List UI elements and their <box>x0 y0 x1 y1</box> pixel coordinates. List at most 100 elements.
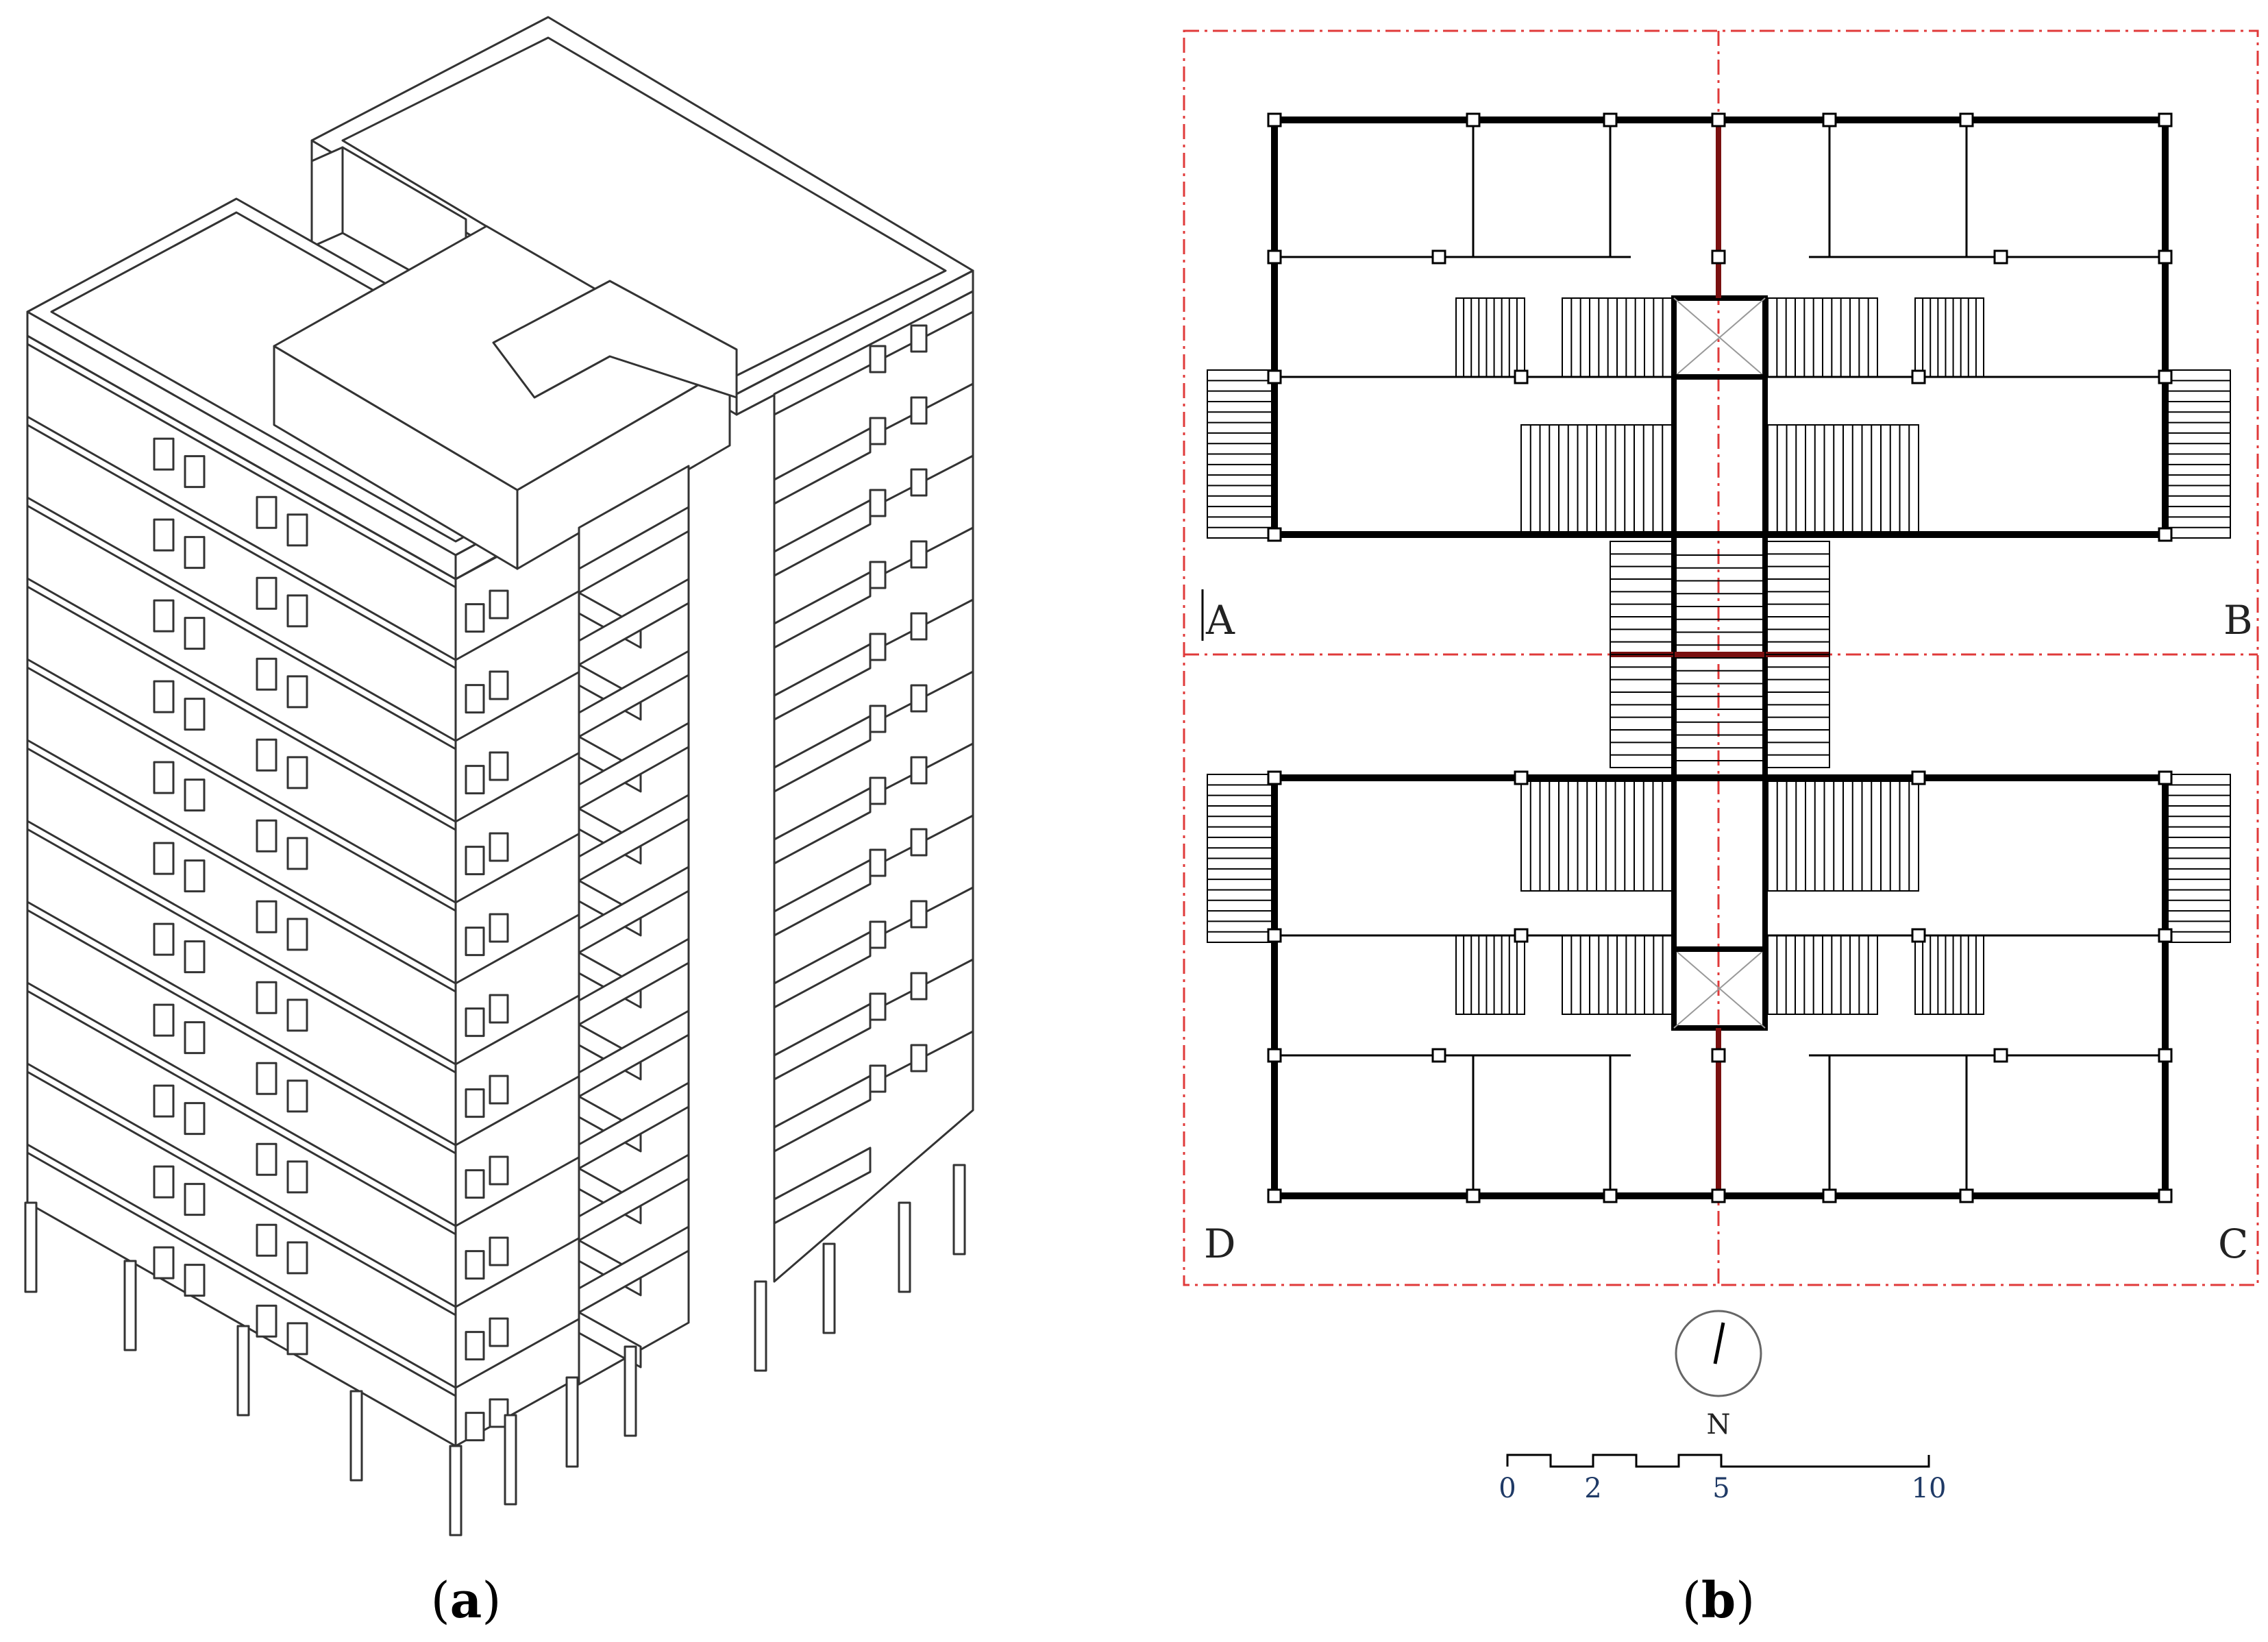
column-marker <box>1603 112 1618 127</box>
scale-tick-2: 2 <box>1584 1473 1601 1504</box>
window <box>869 417 887 445</box>
column-marker <box>1267 1048 1282 1063</box>
column <box>504 1414 517 1506</box>
balcony <box>578 1153 690 1242</box>
window <box>910 324 928 353</box>
window <box>489 670 509 700</box>
balcony <box>578 938 690 1026</box>
window <box>910 1044 928 1073</box>
column-marker <box>1711 249 1726 265</box>
window <box>184 1021 206 1055</box>
column-marker <box>1603 1188 1618 1203</box>
column-marker <box>1911 928 1926 943</box>
window <box>869 848 887 877</box>
column <box>236 1325 250 1417</box>
floor-line <box>27 585 456 831</box>
balcony <box>578 1081 690 1170</box>
column-marker <box>1514 770 1529 785</box>
column-marker <box>1822 112 1837 127</box>
column-marker <box>1267 112 1282 127</box>
window <box>869 489 887 517</box>
window <box>286 513 308 547</box>
north-arrow: N <box>1675 1310 1762 1441</box>
connecting-core <box>492 280 872 1386</box>
window <box>153 437 175 471</box>
column-marker <box>1267 249 1282 265</box>
window <box>489 751 509 781</box>
floor-line <box>27 666 456 912</box>
floor-plan: A B C D N 0 2 5 10 <box>1183 29 2259 1504</box>
column-marker <box>1267 770 1282 785</box>
window <box>869 345 887 373</box>
floor-line <box>27 658 456 904</box>
window <box>910 540 928 569</box>
balcony <box>773 499 872 577</box>
window <box>465 684 485 714</box>
window <box>184 779 206 812</box>
quadrant-label-b: B <box>2223 597 2253 644</box>
balcony <box>773 715 872 793</box>
column-marker <box>1711 1188 1726 1203</box>
column-marker <box>2158 770 2173 785</box>
window <box>465 927 485 957</box>
balcony <box>578 506 690 594</box>
balcony <box>578 578 690 666</box>
floor-line <box>27 343 456 589</box>
balcony <box>578 794 690 882</box>
balcony <box>578 1009 690 1098</box>
window <box>286 918 308 951</box>
balcony <box>578 650 690 738</box>
window <box>286 756 308 789</box>
stair <box>1914 297 1984 378</box>
column-marker <box>1466 112 1481 127</box>
window <box>153 842 175 875</box>
column-marker <box>1466 1188 1481 1203</box>
scale-tick-0: 0 <box>1499 1473 1516 1504</box>
stair <box>1914 935 1984 1015</box>
window <box>153 1003 175 1037</box>
balcony <box>578 866 690 954</box>
column <box>449 1445 463 1536</box>
window <box>465 765 485 795</box>
column-marker <box>1822 1188 1837 1203</box>
column-marker <box>1267 1188 1282 1203</box>
floor-line <box>27 820 456 1066</box>
caption-b: (b) <box>1682 1571 1755 1629</box>
window <box>910 972 928 1001</box>
window <box>465 603 485 633</box>
axonometric-view <box>24 16 974 1536</box>
floor-line <box>27 1070 456 1316</box>
floor-line <box>27 990 456 1236</box>
window <box>153 1246 175 1279</box>
balcony <box>578 1225 690 1314</box>
floor-line <box>27 981 456 1227</box>
quadrant-label-a: A <box>1205 597 1235 644</box>
column-marker <box>1911 369 1926 384</box>
window <box>489 913 509 943</box>
window <box>465 846 485 876</box>
column-marker <box>1267 928 1282 943</box>
window <box>869 561 887 589</box>
column <box>754 1280 767 1372</box>
scale-tick-5: 5 <box>1712 1473 1729 1504</box>
floor-line <box>27 828 456 1074</box>
column <box>624 1345 637 1437</box>
window <box>256 738 278 772</box>
stair <box>1455 297 1525 378</box>
window <box>910 756 928 785</box>
window <box>256 1304 278 1338</box>
floor-line <box>27 415 456 661</box>
window <box>184 1102 206 1136</box>
window <box>256 576 278 610</box>
window <box>184 455 206 489</box>
floor-line <box>27 739 456 985</box>
window <box>184 1264 206 1297</box>
window <box>465 1169 485 1199</box>
window <box>910 396 928 425</box>
window <box>465 1412 485 1442</box>
window <box>256 1223 278 1257</box>
column-marker <box>1514 928 1529 943</box>
balcony <box>773 1003 872 1081</box>
column-marker <box>1993 249 2008 265</box>
